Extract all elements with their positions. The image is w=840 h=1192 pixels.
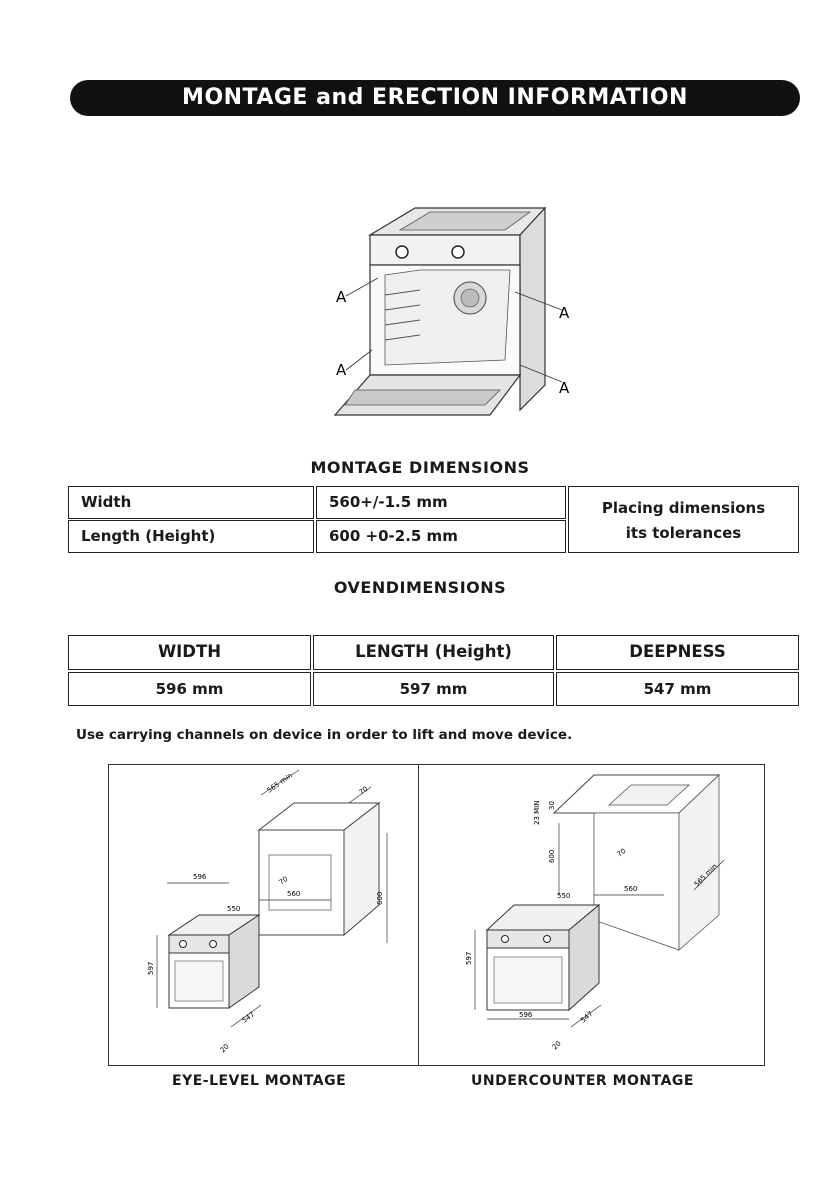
dim-under-70: 70 xyxy=(616,847,628,859)
dim-eye-597: 597 xyxy=(147,962,155,975)
undercounter-caption: UNDERCOUNTER MONTAGE xyxy=(471,1073,694,1089)
page-title: MONTAGE and ERECTION INFORMATION xyxy=(182,85,688,110)
dim-under-550: 550 xyxy=(557,892,570,900)
length-value-cell: 600 +0-2.5 mm xyxy=(316,520,566,553)
header-length: LENGTH (Height) xyxy=(313,635,554,670)
eye-level-diagram: 565 min 70 70 560 600 596 550 597 547 20 xyxy=(147,769,388,1054)
label-a-2: A xyxy=(336,361,347,379)
installation-figure-frame xyxy=(108,764,765,1066)
dim-eye-600: 600 xyxy=(376,892,384,905)
dim-eye-70a: 70 xyxy=(358,785,370,797)
dim-under-20: 20 xyxy=(551,1039,563,1051)
montage-dimensions-title: MONTAGE DIMENSIONS xyxy=(310,458,530,477)
figure-divider xyxy=(418,764,419,1066)
label-a-3: A xyxy=(559,304,570,322)
width-value-cell: 560+/-1.5 mm xyxy=(316,486,566,519)
dim-under-597: 597 xyxy=(465,952,473,965)
undercounter-diagram: 30 23 MIN 600 70 550 560 565 min 597 596… xyxy=(465,774,725,1051)
value-width: 596 mm xyxy=(68,672,311,706)
oven-dimensions-title: OVENDIMENSIONS xyxy=(333,578,507,597)
dim-eye-550: 550 xyxy=(227,905,240,913)
dim-under-560: 560 xyxy=(624,885,637,893)
tolerance-note-line2: its tolerances xyxy=(625,524,742,542)
carry-note: Use carrying channels on device in order… xyxy=(76,727,573,743)
dim-eye-70b: 70 xyxy=(278,875,290,887)
dim-under-547: 547 xyxy=(579,1010,594,1025)
tolerance-note-cell: Placing dimensions its tolerances xyxy=(568,486,799,553)
value-length: 597 mm xyxy=(313,672,554,706)
header-deepness: DEEPNESS xyxy=(556,635,799,670)
width-label-cell: Width xyxy=(68,486,314,519)
oven-illustration: A A A A xyxy=(333,206,570,416)
dim-eye-547: 547 xyxy=(241,1010,257,1024)
header-width: WIDTH xyxy=(68,635,311,670)
value-deepness: 547 mm xyxy=(556,672,799,706)
dim-eye-565: 565 min xyxy=(266,772,294,795)
tolerance-note-line1: Placing dimensions xyxy=(601,499,766,517)
label-a-1: A xyxy=(336,288,347,306)
dim-eye-560: 560 xyxy=(287,890,300,898)
length-label-cell: Length (Height) xyxy=(68,520,314,553)
dim-eye-596: 596 xyxy=(193,873,207,881)
dim-under-23min: 23 MIN xyxy=(533,801,541,825)
dim-eye-20: 20 xyxy=(219,1042,231,1054)
dim-under-596: 596 xyxy=(519,1011,533,1019)
eye-level-caption: EYE-LEVEL MONTAGE xyxy=(172,1073,347,1089)
page-title-banner: MONTAGE and ERECTION INFORMATION xyxy=(70,80,800,116)
dim-under-30: 30 xyxy=(548,801,556,810)
dim-under-600: 600 xyxy=(548,850,556,863)
label-a-4: A xyxy=(559,379,570,397)
